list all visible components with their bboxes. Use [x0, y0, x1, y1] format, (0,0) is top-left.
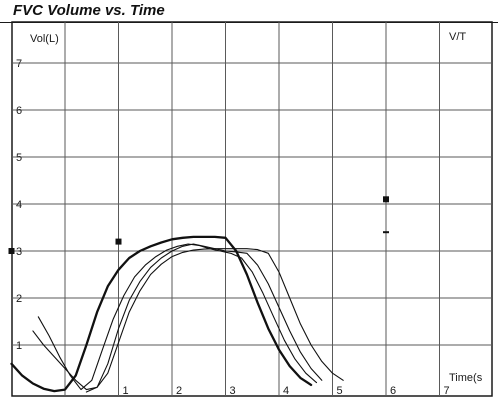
y-tick-label: 6 — [16, 105, 22, 117]
chart-series-group — [10, 235, 344, 393]
y-tick-label: 7 — [16, 58, 22, 70]
chart-tick-labels: 1 2 3 4 5 6 7 1 2 3 4 5 6 7 — [16, 58, 450, 397]
x-tick-label: 5 — [337, 385, 343, 397]
series-line-4 — [85, 248, 344, 393]
y-tick-label: 3 — [16, 246, 22, 258]
x-tick-label: 2 — [176, 385, 182, 397]
chart-marker-group — [8, 196, 389, 254]
x-tick-label: 6 — [390, 385, 396, 397]
x-tick-label: 3 — [230, 385, 236, 397]
y-tick-label: 1 — [16, 340, 22, 352]
x-tick-label: 1 — [123, 385, 129, 397]
series-line-2 — [37, 243, 318, 391]
series-line-1 — [10, 235, 313, 393]
chart-title: FVC Volume vs. Time — [13, 2, 165, 19]
y-tick-label: 5 — [16, 152, 22, 164]
series-line-3 — [32, 243, 323, 391]
marker-square — [383, 196, 389, 203]
x-tick-label: 7 — [444, 385, 450, 397]
y-axis-label: Vol(L) — [30, 33, 59, 45]
y-tick-label: 4 — [16, 199, 22, 211]
x-axis-label: Time(s — [449, 372, 483, 384]
marker-square — [8, 248, 15, 254]
corner-label: V/T — [449, 31, 466, 43]
plot-frame — [11, 21, 493, 397]
x-tick-label: 4 — [283, 385, 289, 397]
y-tick-label: 2 — [16, 293, 22, 305]
chart-grid — [11, 21, 493, 397]
marker-square — [115, 238, 122, 245]
